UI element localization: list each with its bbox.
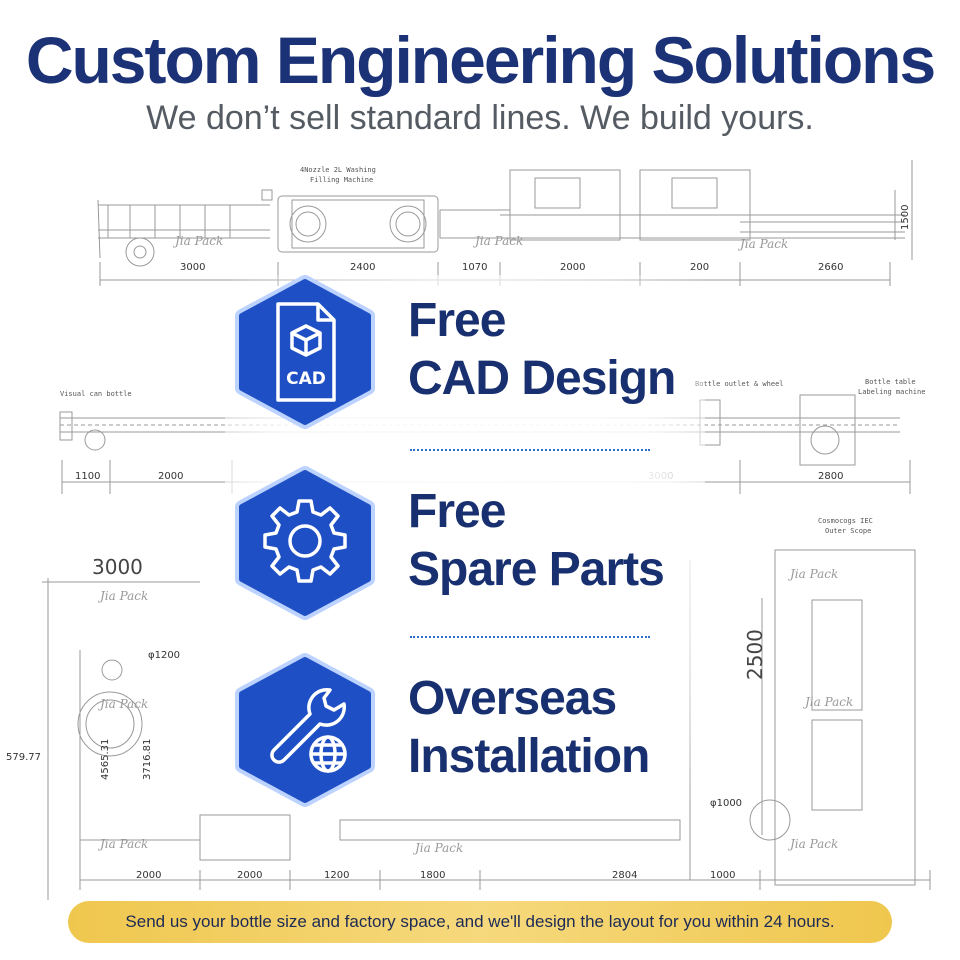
row1-dim: 1070	[462, 262, 487, 273]
brand-watermark-2: Jia Pack	[472, 234, 523, 248]
row3-label-2: Outer Scope	[825, 527, 871, 535]
divider	[410, 636, 650, 638]
row1-dim: 2000	[560, 262, 585, 273]
page-title: Custom Engineering Solutions	[25, 23, 936, 97]
row3-dim: φ1000	[710, 798, 742, 809]
row3-dim: 1200	[324, 870, 349, 881]
feature-cad-design: CAD Free CAD Design	[230, 272, 710, 432]
brand-watermark-7: Jia Pack	[412, 841, 463, 855]
cad-hexagon-badge: CAD	[235, 275, 375, 429]
row3-dim: 1000	[710, 870, 735, 881]
row1-dim-vertical: 1500	[900, 205, 911, 230]
page-subtitle: We don’t sell standard lines. We build y…	[146, 99, 814, 137]
wrench-hexagon-badge	[235, 653, 375, 807]
brand-watermark-4: Jia Pack	[97, 589, 148, 603]
brand-watermark-5: Jia Pack	[97, 697, 148, 711]
feature-spare-parts: Free Spare Parts	[230, 463, 710, 623]
row3-dim-large: 3000	[92, 555, 143, 579]
brand-watermark-10: Jia Pack	[787, 837, 838, 851]
brand-watermark-9: Jia Pack	[802, 695, 853, 709]
divider	[410, 449, 650, 451]
row3-dim: 579.77	[6, 752, 41, 763]
row2-label-3: Bottle table	[865, 378, 916, 386]
brand-watermark-8: Jia Pack	[787, 567, 838, 581]
feature-line-1: Overseas	[408, 672, 617, 725]
brand-watermark-3: Jia Pack	[737, 237, 788, 251]
row1-dim: 2400	[350, 262, 375, 273]
brand-watermark-1: Jia Pack	[172, 234, 223, 248]
row3-dim: φ1200	[148, 650, 180, 661]
row2-label-2: Bottle outlet & wheel	[695, 380, 784, 388]
cad-file-icon	[276, 302, 336, 402]
row2-label-4: Labeling machine	[858, 388, 925, 396]
wrench-globe-icon	[270, 687, 347, 773]
row1-label-2: Filling Machine	[310, 176, 373, 184]
cad-icon-label: CAD	[286, 369, 326, 389]
row1-dim: 200	[690, 262, 709, 273]
row3-dim: 2000	[136, 870, 161, 881]
feature-overseas-installation: Overseas Installation	[230, 650, 710, 810]
feature-text: Free CAD Design	[408, 292, 676, 408]
gear-icon	[263, 499, 347, 583]
brand-watermark-6: Jia Pack	[97, 837, 148, 851]
feature-line-2: CAD Design	[408, 352, 676, 405]
feature-line-2: Installation	[408, 730, 650, 783]
row1-dim: 3000	[180, 262, 205, 273]
feature-text: Overseas Installation	[408, 670, 650, 786]
row3-dim-vertical-large: 2500	[743, 629, 767, 680]
row3-label-1: Cosmocogs IEC	[818, 517, 873, 525]
row2-dim: 1100	[75, 471, 100, 482]
row1-dim: 2660	[818, 262, 843, 273]
row3-dim-vertical: 3716.81	[142, 739, 153, 780]
row3-dim: 2804	[612, 870, 637, 881]
feature-line-1: Free	[408, 294, 506, 347]
row3-dim: 1800	[420, 870, 445, 881]
row2-dim: 2000	[158, 471, 183, 482]
feature-line-2: Spare Parts	[408, 543, 665, 596]
row1-label-1: 4Nozzle 2L Washing	[300, 166, 376, 174]
row2-label-1: Visual can bottle	[60, 390, 132, 398]
feature-text: Free Spare Parts	[408, 483, 665, 599]
row2-dim: 2800	[818, 471, 843, 482]
feature-line-1: Free	[408, 485, 506, 538]
gear-hexagon-badge	[235, 466, 375, 620]
row3-dim-vertical: 4565.31	[100, 739, 111, 780]
row3-dim: 2000	[237, 870, 262, 881]
cta-banner: Send us your bottle size and factory spa…	[68, 901, 892, 943]
cta-banner-text: Send us your bottle size and factory spa…	[125, 912, 835, 931]
